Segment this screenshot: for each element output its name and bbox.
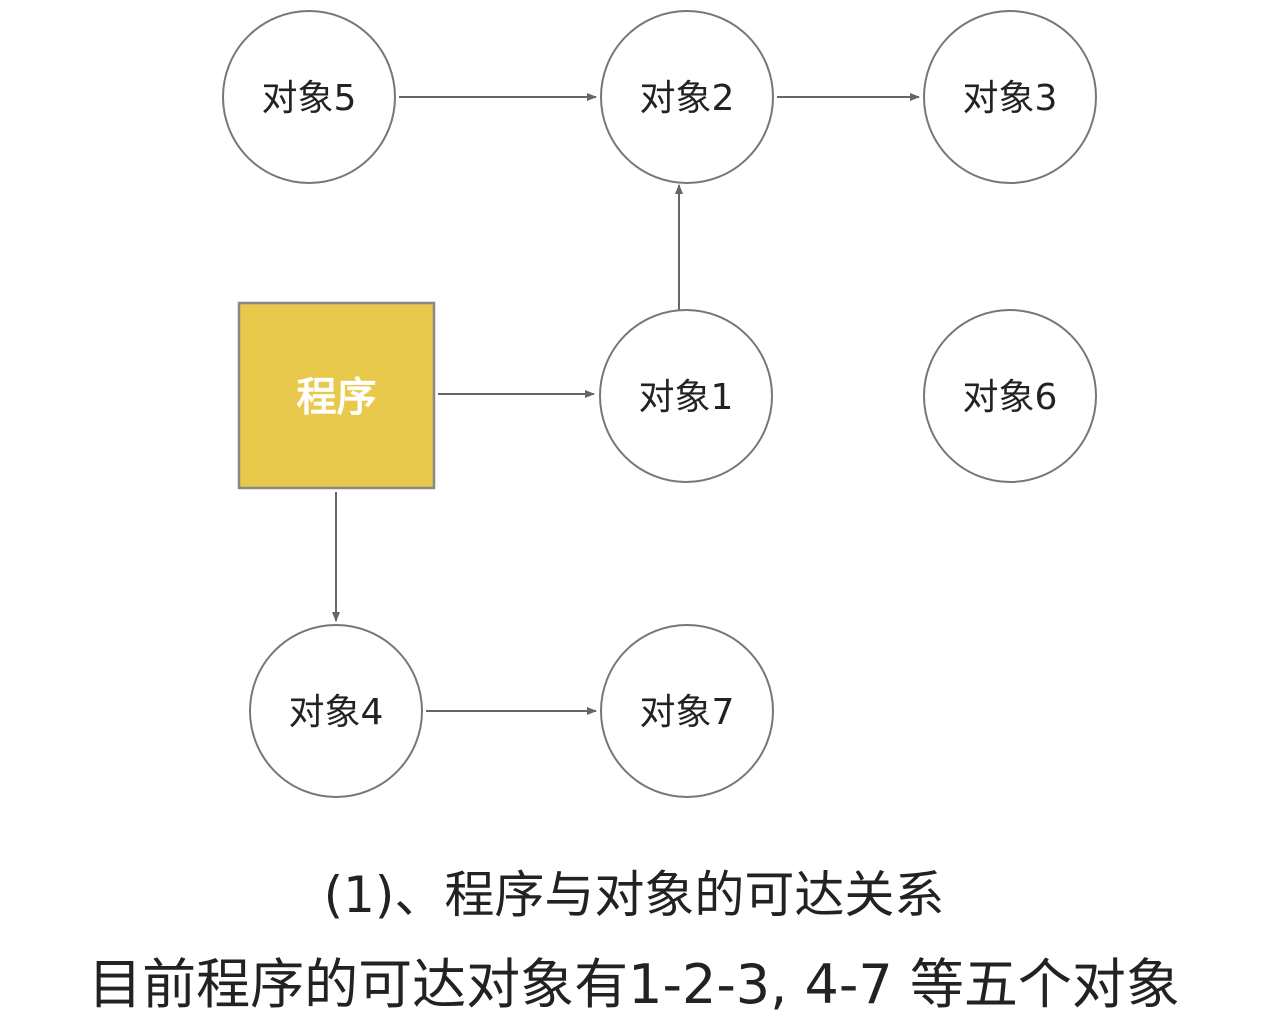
object-circle [249,624,423,798]
object-label: 对象2 [640,78,735,119]
object-circle [923,309,1097,483]
object-node-o1: 对象1 [599,309,773,483]
program-box [237,301,436,490]
caption-title: (1)、程序与对象的可达关系 [323,866,945,924]
caption-description: 目前程序的可达对象有1-2-3, 4-7 等五个对象 [88,953,1180,1016]
object-node-o4: 对象4 [249,624,423,798]
program-node: 程序 [237,301,436,490]
object-label: 对象7 [640,692,735,733]
object-node-o7: 对象7 [600,624,774,798]
object-label: 对象5 [262,78,357,119]
object-circle [923,10,1097,184]
object-node-o2: 对象2 [600,10,774,184]
reachability-diagram: 程序 对象5 对象2 对象3 对象1 对象6 对象4 对象7 [222,10,1097,798]
object-label: 对象3 [963,78,1058,119]
object-circle [600,10,774,184]
object-node-o5: 对象5 [222,10,396,184]
object-circle [222,10,396,184]
object-circle [599,309,773,483]
object-circle [600,624,774,798]
object-label: 对象1 [639,377,734,418]
object-node-o3: 对象3 [923,10,1097,184]
program-label: 程序 [297,375,377,421]
object-node-o6: 对象6 [923,309,1097,483]
object-label: 对象4 [289,692,384,733]
object-label: 对象6 [963,377,1058,418]
